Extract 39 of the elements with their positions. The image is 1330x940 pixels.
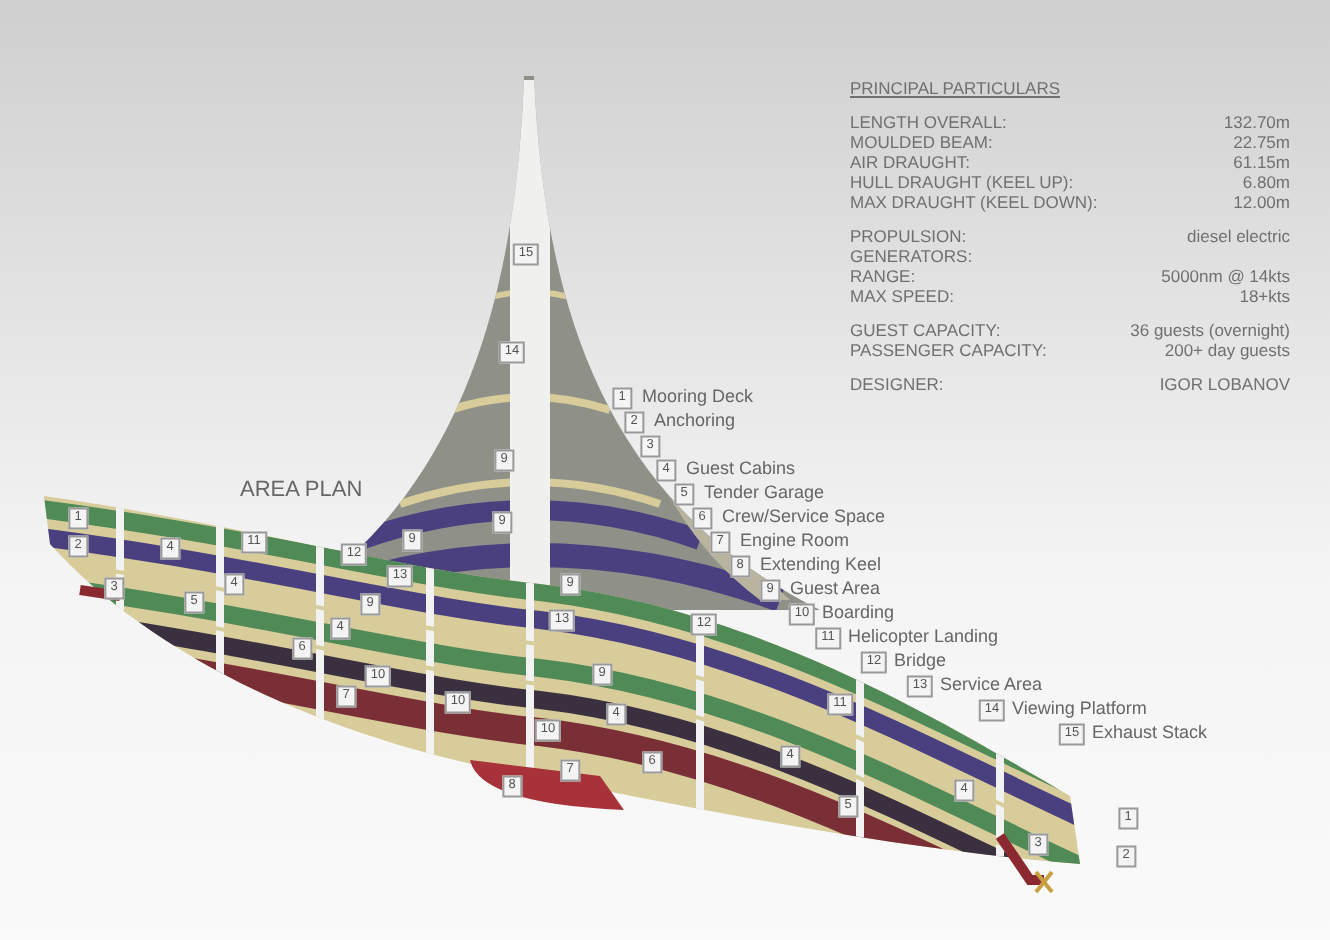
spec-value: 6.80m bbox=[1242, 174, 1290, 191]
spec-value: 132.70m bbox=[1223, 114, 1290, 131]
spec-value: 5000nm @ 14kts bbox=[1161, 268, 1290, 285]
spec-value: 18+kts bbox=[1239, 288, 1290, 305]
spec-value: 36 guests (overnight) bbox=[1130, 322, 1290, 339]
key-label: Mooring Deck bbox=[642, 388, 754, 406]
spec-label: PROPULSION: bbox=[850, 228, 967, 245]
drawing-title: AREA PLAN bbox=[240, 480, 363, 502]
spec-label: RANGE: bbox=[850, 268, 916, 285]
spec-label: MAX SPEED: bbox=[850, 288, 954, 305]
key-label: Extending Keel bbox=[760, 556, 882, 574]
key-label: Viewing Platform bbox=[1012, 700, 1147, 718]
spec-label: MAX DRAUGHT (KEEL DOWN): bbox=[850, 194, 1098, 211]
spec-label: PASSENGER CAPACITY: bbox=[850, 342, 1047, 359]
spec-value: 12.00m bbox=[1233, 194, 1290, 211]
spec-value: 61.15m bbox=[1233, 154, 1290, 171]
spec-value: IGOR LOBANOV bbox=[1159, 376, 1290, 393]
key-label: Guest Cabins bbox=[686, 460, 796, 478]
spec-value: 22.75m bbox=[1233, 134, 1290, 151]
spec-label: GENERATORS: bbox=[850, 248, 973, 265]
spec-label: DESIGNER: bbox=[850, 376, 944, 393]
spec-label: LENGTH OVERALL: bbox=[850, 114, 1007, 131]
spec-label: GUEST CAPACITY: bbox=[850, 322, 1001, 339]
spec-label: HULL DRAUGHT (KEEL UP): bbox=[850, 174, 1074, 191]
key-label: Crew/Service Space bbox=[722, 508, 886, 526]
spec-value: diesel electric bbox=[1187, 228, 1290, 245]
key-label: Exhaust Stack bbox=[1092, 724, 1208, 742]
key-label: Engine Room bbox=[740, 532, 850, 550]
key-label: Tender Garage bbox=[704, 484, 825, 502]
spec-label: AIR DRAUGHT: bbox=[850, 154, 970, 171]
spec-label: MOULDED BEAM: bbox=[850, 134, 993, 151]
key-label: Bridge bbox=[894, 652, 947, 670]
key-label: Guest Area bbox=[790, 580, 881, 598]
spec-value: 200+ day guests bbox=[1164, 342, 1290, 359]
key-label: Helicopter Landing bbox=[848, 628, 999, 646]
key-label: Anchoring bbox=[654, 412, 736, 430]
key-label: Service Area bbox=[940, 676, 1043, 694]
particulars-heading: PRINCIPAL PARTICULARS bbox=[850, 80, 1061, 97]
key-label: Boarding bbox=[822, 604, 895, 622]
